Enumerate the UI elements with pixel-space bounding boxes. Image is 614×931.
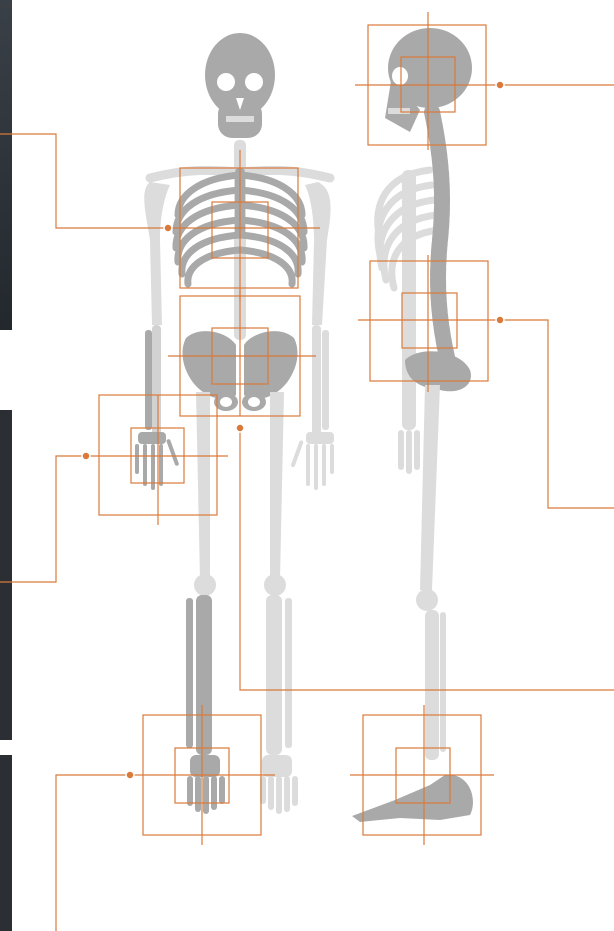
hand-side — [398, 430, 420, 474]
skeleton-front-view — [135, 33, 334, 814]
left-leg — [186, 392, 216, 755]
callout-marker-pelvis — [236, 424, 244, 432]
callout-foot-front — [56, 705, 275, 931]
skeleton-side-view — [352, 28, 473, 822]
left-hand — [135, 432, 179, 490]
foot-side — [352, 775, 473, 822]
right-leg — [264, 392, 292, 755]
callout-marker-foot-front — [126, 771, 134, 779]
right-hand — [290, 432, 334, 490]
callout-marker-lumbar-spine — [496, 316, 504, 324]
callout-marker-thorax — [164, 224, 172, 232]
callout-hand — [0, 395, 228, 582]
callout-marker-hand — [82, 452, 90, 460]
left-arm — [144, 182, 170, 435]
left-foot — [187, 755, 225, 814]
skull-front — [205, 33, 275, 138]
spine-side — [432, 112, 450, 370]
right-foot — [260, 755, 298, 814]
callout-marker-skull — [496, 81, 504, 89]
callout-ankle-foot-side — [350, 705, 494, 845]
arm-side — [402, 170, 416, 430]
leg-side — [416, 385, 446, 760]
right-arm — [305, 182, 331, 435]
callout-lumbar-spine — [358, 255, 614, 508]
